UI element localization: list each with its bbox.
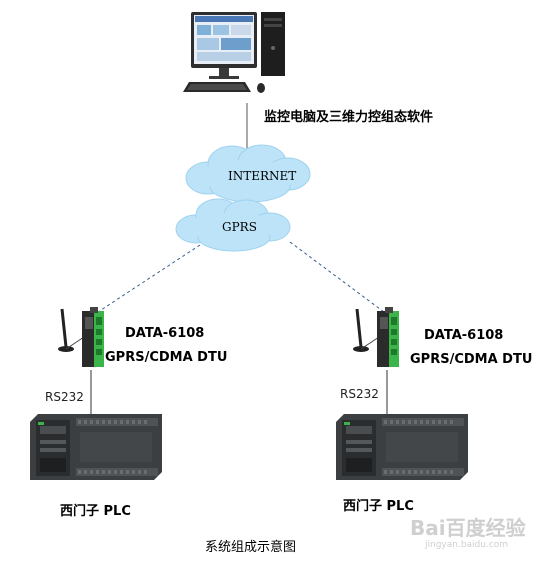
watermark-url: jingyan.baidu.com bbox=[425, 540, 509, 550]
internet-label: INTERNET bbox=[228, 169, 297, 183]
right-gprs-link bbox=[289, 241, 385, 313]
right-dtu-model: DATA-6108 bbox=[424, 328, 504, 343]
right-rs232-label: RS232 bbox=[340, 387, 379, 401]
left-dtu-type: GPRS/CDMA DTU bbox=[105, 350, 228, 365]
computer-label: 监控电脑及三维力控组态软件 bbox=[264, 110, 434, 125]
right-dtu-type: GPRS/CDMA DTU bbox=[410, 352, 533, 367]
gprs-cloud bbox=[175, 198, 291, 252]
internet-cloud bbox=[185, 144, 311, 203]
left-plc-icon bbox=[30, 414, 162, 480]
computer-icon bbox=[183, 12, 285, 93]
left-rs232-label: RS232 bbox=[45, 390, 84, 404]
right-plc-icon bbox=[336, 414, 468, 480]
watermark-brand: Bai百度经验 bbox=[410, 516, 526, 540]
left-dtu-model: DATA-6108 bbox=[125, 326, 205, 341]
right-dtu-icon bbox=[353, 307, 399, 367]
right-plc-label: 西门子 PLC bbox=[343, 499, 414, 514]
diagram-caption: 系统组成示意图 bbox=[205, 540, 297, 555]
left-gprs-link bbox=[97, 244, 201, 313]
gprs-label: GPRS bbox=[222, 220, 257, 234]
left-plc-label: 西门子 PLC bbox=[60, 504, 131, 519]
left-dtu-icon bbox=[58, 307, 104, 367]
